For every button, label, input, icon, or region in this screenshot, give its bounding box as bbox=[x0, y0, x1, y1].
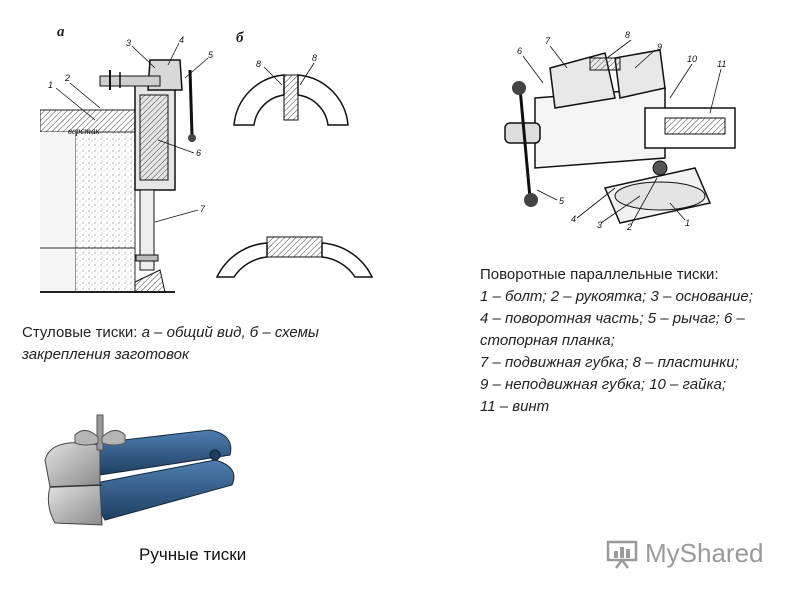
figure-a-letter: a bbox=[57, 24, 65, 40]
label-1: 1 bbox=[48, 80, 53, 90]
label-8-right: 8 bbox=[312, 53, 317, 63]
bench-vise-caption-rest: а – общий вид, б – схемы закрепления заг… bbox=[22, 324, 319, 363]
presentation-icon bbox=[606, 540, 638, 569]
label-6: 6 bbox=[196, 148, 201, 158]
hand-vise-image bbox=[44, 414, 235, 526]
swivel-caption-line: стопорная планка; bbox=[480, 332, 615, 349]
hand-vise-caption: Ручные тиски bbox=[139, 545, 247, 564]
label-5: 5 bbox=[208, 50, 214, 60]
swivel-label-3: 3 bbox=[597, 220, 602, 230]
swivel-caption-line: 7 – подвижная губка; 8 – пластинки; bbox=[480, 354, 739, 371]
label-4: 4 bbox=[179, 35, 184, 45]
swivel-caption-title: Поворотные параллельные тиски: bbox=[480, 266, 719, 283]
swivel-label-5: 5 bbox=[559, 196, 565, 206]
swivel-vise-caption: Поворотные параллельные тиски: 1 – болт;… bbox=[480, 264, 785, 418]
bench-vise-drawing: 1 2 3 4 5 6 7 верстак bbox=[40, 35, 214, 293]
label-7: 7 bbox=[200, 204, 206, 214]
swivel-label-6: 6 bbox=[517, 46, 522, 56]
clamping-scheme-bottom bbox=[215, 236, 374, 278]
label-2: 2 bbox=[64, 73, 70, 83]
watermark: MyShared bbox=[605, 538, 764, 569]
label-8-left: 8 bbox=[256, 59, 261, 69]
swivel-caption-line: 1 – болт; 2 – рукоятка; 3 – основание; bbox=[480, 288, 753, 305]
watermark-brand: MyShared bbox=[645, 538, 764, 568]
swivel-label-8: 8 bbox=[625, 30, 630, 40]
swivel-caption-line: 11 – винт bbox=[480, 398, 550, 415]
label-3: 3 bbox=[126, 38, 131, 48]
clamping-scheme-top: 8 8 bbox=[233, 53, 349, 126]
swivel-label-4: 4 bbox=[571, 214, 576, 224]
swivel-label-10: 10 bbox=[687, 54, 697, 64]
swivel-label-1: 1 bbox=[685, 218, 690, 228]
workbench-label: верстак bbox=[68, 126, 101, 136]
swivel-label-11: 11 bbox=[717, 59, 726, 69]
swivel-caption-line: 4 – поворотная часть; 5 – рычаг; 6 – bbox=[480, 310, 745, 327]
swivel-caption-line: 9 – неподвижная губка; 10 – гайка; bbox=[480, 376, 727, 393]
swivel-vise-drawing: 6 7 8 9 10 11 5 4 3 2 1 bbox=[504, 30, 736, 232]
swivel-label-7: 7 bbox=[545, 36, 551, 46]
swivel-label-9: 9 bbox=[657, 42, 662, 52]
swivel-label-2: 2 bbox=[626, 222, 632, 232]
figure-b-letter: б bbox=[236, 30, 244, 46]
bench-vise-caption: Стуловые тиски: а – общий вид, б – схемы… bbox=[22, 322, 352, 366]
bench-vise-caption-lead: Стуловые тиски: bbox=[22, 324, 142, 341]
